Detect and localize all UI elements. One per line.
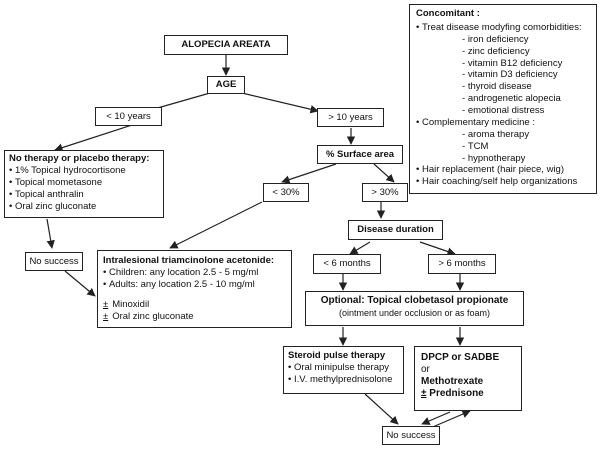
intralesional-extras: ±Minoxidil±Oral zinc gluconate bbox=[103, 299, 286, 323]
concomitant-subitem: thyroid disease bbox=[416, 81, 590, 93]
clobetasol-title: Optional: Topical clobetasol propionate bbox=[320, 295, 509, 306]
arrow-dpcp-to-nosuccess bbox=[421, 411, 451, 425]
intralesional-box: Intralesional triamcinolone acetonide: C… bbox=[97, 250, 292, 328]
steroid-pulse-list: Oral minipulse therapyI.V. methylprednis… bbox=[288, 362, 399, 386]
intralesional-title: Intralesional triamcinolone acetonide: bbox=[103, 255, 275, 266]
node-age: AGE bbox=[207, 76, 245, 94]
dpcp-box: DPCP or SADBE or Methotrexate ± Predniso… bbox=[414, 346, 522, 411]
node-age-label: AGE bbox=[215, 79, 237, 91]
no-therapy-item: Topical mometasone bbox=[9, 177, 159, 189]
dpcp-line3: Methotrexate bbox=[421, 376, 484, 387]
concomitant-item: Hair coaching/self help organizations bbox=[416, 176, 590, 188]
clobetasol-box: Optional: Topical clobetasol propionate … bbox=[305, 291, 524, 326]
node-lt-6-months: < 6 months bbox=[313, 254, 381, 274]
concomitant-subitem: vitamin D3 deficiency bbox=[416, 69, 590, 81]
arrow-notherapy-to-nosuccess bbox=[46, 218, 55, 249]
no-success-left-label: No success bbox=[29, 255, 79, 267]
concomitant-subitem: TCM bbox=[416, 141, 590, 153]
concomitant-subitem: zinc deficiency bbox=[416, 46, 590, 58]
steroid-pulse-item: I.V. methylprednisolone bbox=[288, 374, 399, 386]
concomitant-subitem: androgenetic alopecia bbox=[416, 93, 590, 105]
node-gt-30: > 30% bbox=[362, 183, 408, 202]
steroid-pulse-title: Steroid pulse therapy bbox=[288, 350, 386, 361]
no-therapy-item: Topical anthralin bbox=[9, 189, 159, 201]
intralesional-extra: ±Oral zinc gluconate bbox=[103, 311, 286, 323]
node-surface-area: % Surface area bbox=[317, 145, 403, 164]
arrow-nosuccess-to-intralesional bbox=[64, 270, 96, 297]
node-surface-label: % Surface area bbox=[325, 148, 395, 160]
intralesional-extra-label: Oral zinc gluconate bbox=[112, 310, 194, 322]
concomitant-subitem: hypnotherapy bbox=[416, 153, 590, 165]
dpcp-line2: or bbox=[421, 364, 430, 375]
arrow-age-to-gt10 bbox=[241, 92, 319, 114]
plusminus-sign: ± bbox=[103, 310, 109, 322]
intralesional-item: Children: any location 2.5 - 5 mg/ml bbox=[103, 267, 286, 279]
node-gt-10-years: > 10 years bbox=[317, 108, 384, 127]
plusminus-sign: ± bbox=[103, 298, 109, 310]
node-alopecia-areata: ALOPECIA AREATA bbox=[164, 35, 288, 55]
intralesional-extra-label: Minoxidil bbox=[112, 298, 150, 310]
arrow-surface-to-lt30 bbox=[281, 163, 337, 184]
arrow-lt30-to-intralesional bbox=[169, 201, 263, 249]
concomitant-list: Treat disease modyfing comorbidities:iro… bbox=[416, 22, 590, 188]
no-therapy-box: No therapy or placebo therapy: 1% Topica… bbox=[4, 150, 164, 218]
dpcp-line1: DPCP or SADBE bbox=[421, 352, 500, 363]
concomitant-box: Concomitant : Treat disease modyfing com… bbox=[409, 4, 597, 194]
node-no-success-left: No success bbox=[25, 252, 83, 271]
concomitant-subitem: aroma therapy bbox=[416, 129, 590, 141]
node-lt-10-years: < 10 years bbox=[95, 107, 162, 126]
node-lt30-label: < 30% bbox=[272, 186, 300, 198]
no-therapy-item: Oral zinc gluconate bbox=[9, 201, 159, 213]
node-alopecia-label: ALOPECIA AREATA bbox=[181, 39, 271, 51]
no-therapy-title: No therapy or placebo therapy: bbox=[9, 153, 150, 164]
steroid-pulse-box: Steroid pulse therapy Oral minipulse the… bbox=[283, 346, 404, 394]
concomitant-subitem: emotional distress bbox=[416, 105, 590, 117]
node-no-success-bottom: No success bbox=[382, 426, 440, 445]
node-lt10-label: < 10 years bbox=[106, 110, 151, 122]
arrow-pulse-to-nosuccess bbox=[364, 393, 399, 425]
concomitant-item: Treat disease modyfing comorbidities: bbox=[416, 22, 590, 34]
node-gt30-label: > 30% bbox=[371, 186, 399, 198]
intralesional-item: Adults: any location 2.5 - 10 mg/ml bbox=[103, 279, 286, 291]
dpcp-line4: ± Prednisone bbox=[421, 388, 515, 400]
steroid-pulse-item: Oral minipulse therapy bbox=[288, 362, 399, 374]
concomitant-item: Hair replacement (hair piece, wig) bbox=[416, 164, 590, 176]
node-gt10-label: > 10 years bbox=[328, 111, 373, 123]
node-disease-duration: Disease duration bbox=[348, 220, 443, 240]
node-lt-30: < 30% bbox=[263, 183, 309, 202]
dpcp-plusminus: ± bbox=[421, 388, 427, 399]
concomitant-item: Complementary medicine : bbox=[416, 117, 590, 129]
node-lt6-label: < 6 months bbox=[323, 258, 371, 270]
intralesional-extra: ±Minoxidil bbox=[103, 299, 286, 311]
node-gt6-label: > 6 months bbox=[438, 258, 486, 270]
node-duration-label: Disease duration bbox=[357, 224, 434, 236]
no-therapy-item: 1% Topical hydrocortisone bbox=[9, 165, 159, 177]
concomitant-subitem: vitamin B12 deficiency bbox=[416, 58, 590, 70]
arrow-surface-to-gt30 bbox=[373, 163, 395, 183]
no-success-bottom-label: No success bbox=[386, 429, 436, 441]
intralesional-list: Children: any location 2.5 - 5 mg/mlAdul… bbox=[103, 267, 286, 291]
node-gt-6-months: > 6 months bbox=[428, 254, 496, 274]
no-therapy-list: 1% Topical hydrocortisoneTopical mometas… bbox=[9, 165, 159, 213]
arrow-lt10-to-notherapy bbox=[54, 124, 133, 152]
concomitant-subitem: iron deficiency bbox=[416, 34, 590, 46]
dpcp-prednisone: Prednisone bbox=[429, 388, 484, 399]
arrow-duration-to-lt6 bbox=[349, 241, 371, 255]
concomitant-title: Concomitant : bbox=[416, 8, 480, 19]
clobetasol-note: (ointment under occlusion or as foam) bbox=[338, 307, 491, 318]
arrow-duration-to-gt6 bbox=[419, 241, 456, 256]
